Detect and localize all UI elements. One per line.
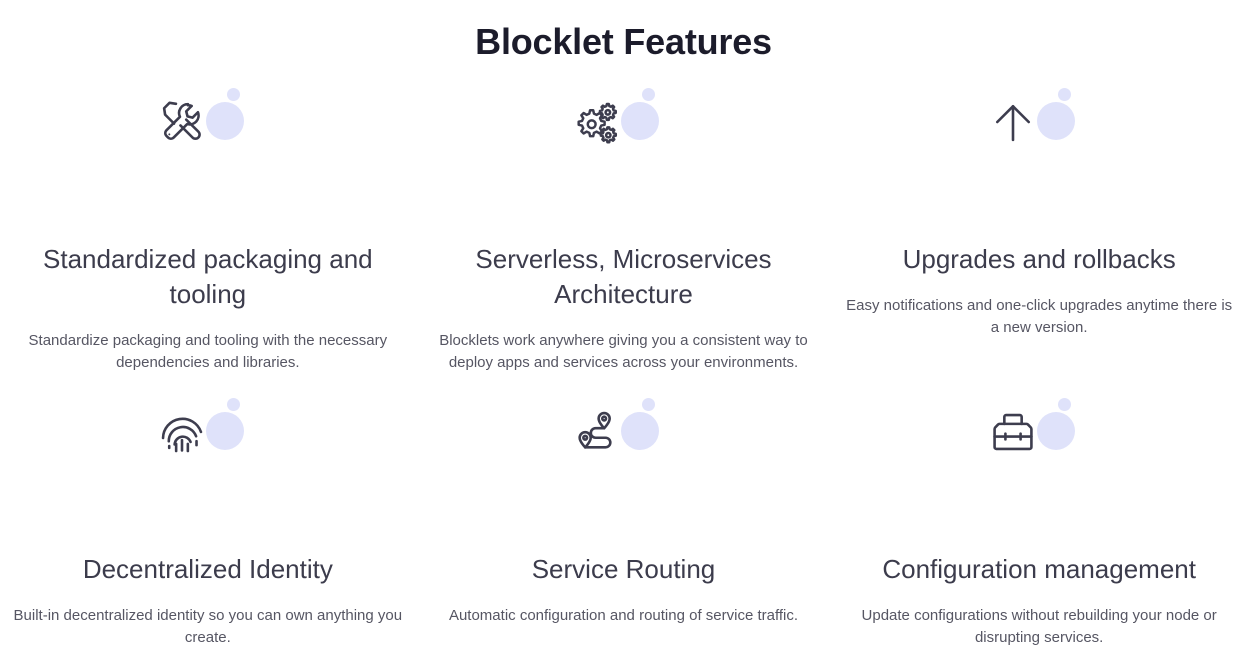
page-title: Blocklet Features <box>475 21 772 62</box>
decorative-circle-large <box>205 412 244 450</box>
feature-title: Configuration management <box>882 554 1196 584</box>
feature-description: Update configurations without rebuilding… <box>861 607 1217 646</box>
feature-card-service-routing[interactable]: Service Routing Automatic configuration … <box>416 377 832 669</box>
feature-card-serverless-microservices[interactable]: Serverless, Microservices Architecture B… <box>416 67 832 377</box>
feature-text-block: Upgrades and rollbacks Easy notification… <box>841 154 1237 339</box>
feature-description: Easy notifications and one-click upgrade… <box>846 297 1233 336</box>
tools-icon <box>156 96 208 148</box>
feature-text-block: Configuration management Update configur… <box>841 464 1237 649</box>
feature-description: Blocklets work anywhere giving you a con… <box>439 332 808 371</box>
decorative-circle-large <box>621 102 660 140</box>
feature-text-block: Standardized packaging and tooling Stand… <box>10 154 406 374</box>
arrow-up-icon <box>987 96 1039 148</box>
feature-description: Automatic configuration and routing of s… <box>448 607 799 624</box>
feature-title: Serverless, Microservices Architecture <box>475 244 772 309</box>
gears-icon <box>571 96 623 148</box>
feature-card-configuration-management[interactable]: Configuration management Update configur… <box>831 377 1247 669</box>
decorative-circle-small <box>1058 398 1072 411</box>
route-pins-icon <box>571 406 623 458</box>
feature-description: Built-in decentralized identity so you c… <box>13 607 403 646</box>
feature-title: Upgrades and rollbacks <box>902 244 1176 274</box>
feature-icon-wrap <box>563 398 683 464</box>
feature-title: Decentralized Identity <box>82 554 333 584</box>
feature-text-block: Service Routing Automatic configuration … <box>426 464 822 627</box>
decorative-circle-large <box>205 102 244 140</box>
decorative-circle-large <box>1037 412 1076 450</box>
feature-icon-wrap <box>979 88 1099 154</box>
decorative-circle-small <box>642 88 656 101</box>
feature-card-standardized-packaging[interactable]: Standardized packaging and tooling Stand… <box>0 67 416 377</box>
feature-description: Standardize packaging and tooling with t… <box>28 332 388 371</box>
decorative-circle-large <box>1037 102 1076 140</box>
feature-icon-wrap <box>563 88 683 154</box>
fingerprint-icon <box>156 406 208 458</box>
features-grid: Standardized packaging and tooling Stand… <box>0 67 1247 669</box>
feature-icon-wrap <box>979 398 1099 464</box>
decorative-circle-small <box>1058 88 1072 101</box>
toolbox-icon <box>987 406 1039 458</box>
feature-icon-wrap <box>148 88 268 154</box>
feature-text-block: Decentralized Identity Built-in decentra… <box>10 464 406 649</box>
decorative-circle-small <box>642 398 656 411</box>
feature-title: Service Routing <box>531 554 716 584</box>
decorative-circle-small <box>226 398 240 411</box>
feature-icon-wrap <box>148 398 268 464</box>
feature-title: Standardized packaging and tooling <box>43 244 373 309</box>
feature-text-block: Serverless, Microservices Architecture B… <box>426 154 822 374</box>
decorative-circle-small <box>226 88 240 101</box>
feature-card-decentralized-identity[interactable]: Decentralized Identity Built-in decentra… <box>0 377 416 669</box>
decorative-circle-large <box>621 412 660 450</box>
feature-card-upgrades-rollbacks[interactable]: Upgrades and rollbacks Easy notification… <box>831 67 1247 377</box>
